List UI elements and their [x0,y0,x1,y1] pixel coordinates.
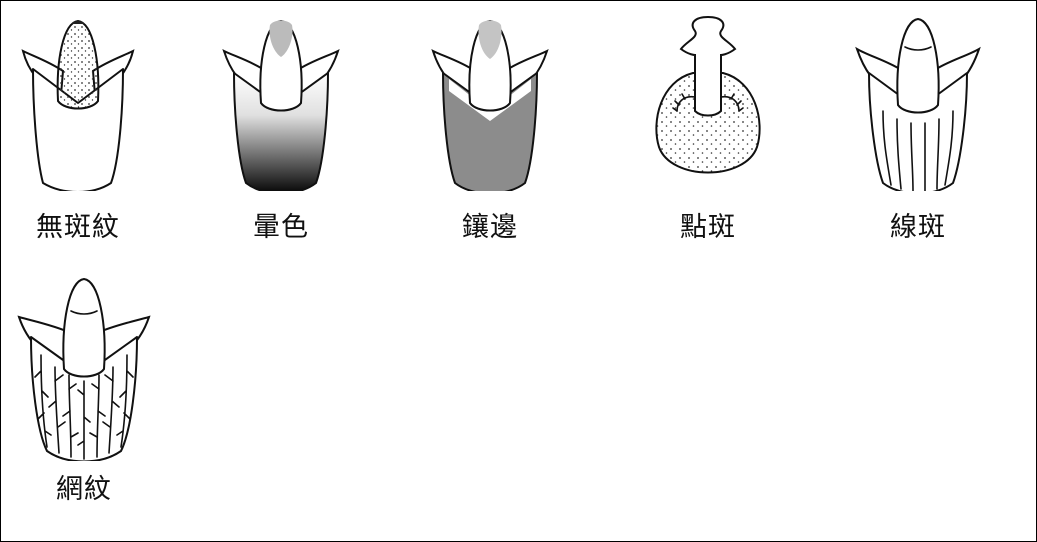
lip-bordered-icon [431,19,549,191]
pattern-bordered: 鑲邊 [415,11,565,244]
pattern-netted: 網紋 [9,271,159,506]
pattern-label: 暈色 [253,212,309,243]
lip-gradient-icon [222,19,340,191]
pattern-label: 鑲邊 [462,212,518,243]
lip-plain-icon [21,19,135,191]
pattern-spotted: 點斑 [633,11,783,244]
pattern-label: 網紋 [56,474,112,505]
pattern-label: 點斑 [680,212,736,243]
pattern-gradient: 暈色 [206,11,356,244]
pattern-striped: 線斑 [843,11,993,244]
lip-netted-icon [17,277,151,461]
pattern-label: 無斑紋 [36,212,120,243]
pattern-plain: 無斑紋 [3,11,153,244]
lip-spotted-icon [655,15,761,174]
lip-striped-icon [855,17,981,191]
pattern-label: 線斑 [890,212,946,243]
